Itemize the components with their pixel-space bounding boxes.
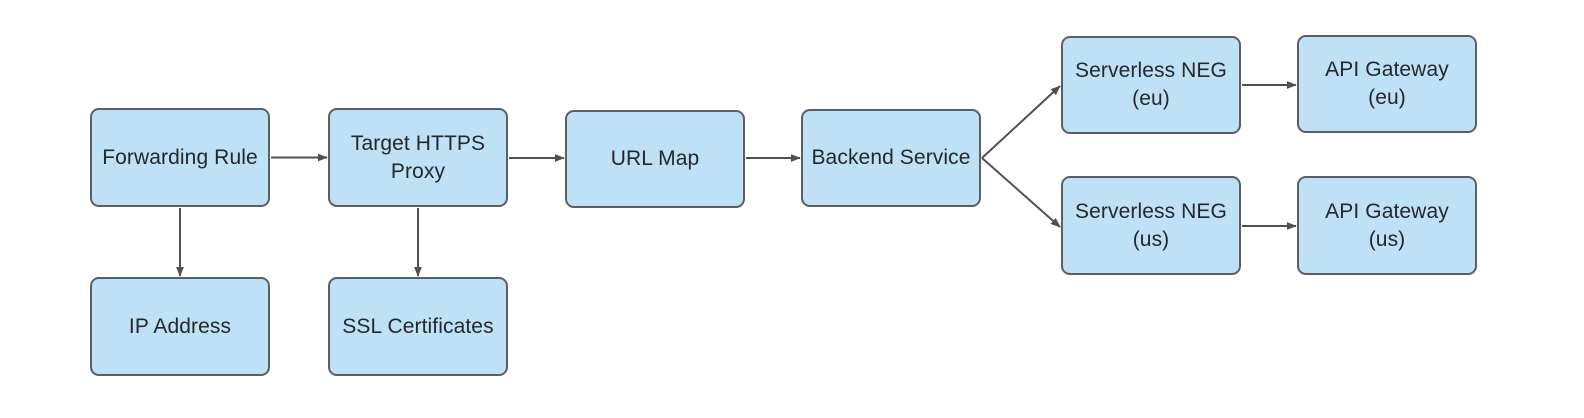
node-label-api-gateway-eu: API Gateway (eu): [1325, 58, 1449, 109]
node-forwarding-rule[interactable]: Forwarding Rule: [90, 108, 270, 207]
node-target-https-proxy[interactable]: Target HTTPS Proxy: [328, 108, 508, 207]
node-label-ip-address: IP Address: [128, 314, 232, 338]
edge-backend-service-to-serverless-neg-us: [981, 157, 1061, 228]
node-label-api-gateway-us: API Gateway (us): [1325, 199, 1449, 251]
node-label-backend-service: Backend Service: [811, 146, 971, 169]
node-label-serverless-neg-us: Serverless NEG (us): [1075, 199, 1227, 251]
edge-backend-service-to-serverless-neg-eu: [981, 85, 1061, 159]
node-api-gateway-us[interactable]: API Gateway (us): [1297, 176, 1477, 275]
node-url-map[interactable]: URL Map: [565, 110, 745, 208]
node-label-serverless-neg-eu: Serverless NEG (eu): [1075, 59, 1227, 110]
node-label-ssl-certificates: SSL Certificates: [342, 314, 494, 338]
node-label-target-https-proxy: Target HTTPS Proxy: [350, 131, 486, 183]
node-serverless-neg-us[interactable]: Serverless NEG (us): [1061, 176, 1241, 275]
node-ip-address[interactable]: IP Address: [90, 277, 270, 376]
node-label-forwarding-rule: Forwarding Rule: [102, 145, 258, 169]
node-ssl-certificates[interactable]: SSL Certificates: [328, 277, 508, 376]
node-backend-service[interactable]: Backend Service: [801, 109, 981, 207]
node-label-url-map: URL Map: [610, 147, 700, 170]
node-api-gateway-eu[interactable]: API Gateway (eu): [1297, 35, 1477, 133]
node-serverless-neg-eu[interactable]: Serverless NEG (eu): [1061, 36, 1241, 134]
